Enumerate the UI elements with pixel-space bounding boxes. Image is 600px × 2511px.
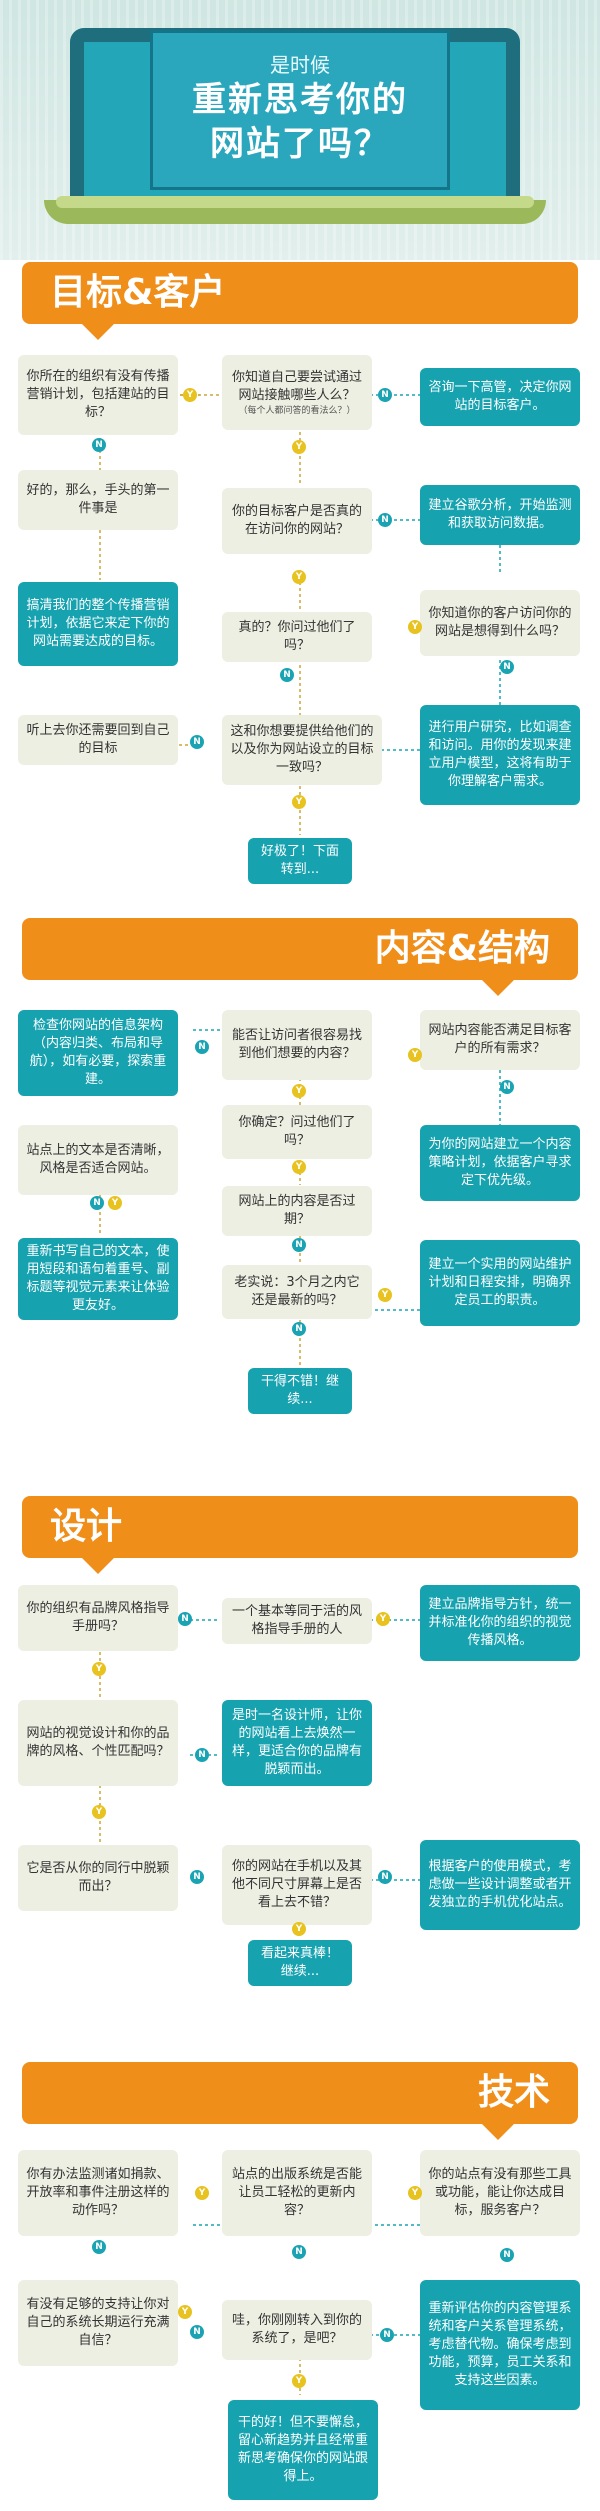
yes-badge: Y	[292, 440, 306, 454]
no-badge: N	[378, 513, 392, 527]
s1-box-first-thing: 好的，那么，手头的第一件事是	[18, 470, 178, 530]
no-badge: N	[190, 2325, 204, 2339]
no-badge: N	[292, 1238, 306, 1252]
s4-box-easy-update: 站点的出版系统是否能让员工轻松的更新内容？	[222, 2150, 372, 2236]
s3-box-build-guidelines: 建立品牌指导方针，统一并标准化你的组织的视觉传播风格。	[420, 1585, 580, 1661]
s3-box-mobile-ok: 你的网站在手机以及其他不同尺寸屏幕上是否看上去不错？	[222, 1845, 372, 1925]
s2-box-easy-to-find: 能否让访问者很容易找到他们想要的内容？	[222, 1010, 372, 1080]
no-badge: N	[195, 1748, 209, 1762]
s1-box-know-audience-sub: （每个人都问答的看法么？）	[238, 405, 356, 416]
banner-tail	[82, 324, 114, 340]
yes-badge: Y	[108, 1196, 122, 1210]
no-badge: N	[380, 2328, 394, 2342]
no-badge: N	[190, 735, 204, 749]
no-badge: N	[500, 660, 514, 674]
yes-badge: Y	[408, 1048, 422, 1062]
s1-box-clarify-plan: 搞清我们的整个传播营销计划，依据它来定下你的网站需要达成的目标。	[18, 582, 178, 666]
yes-badge: Y	[92, 1805, 106, 1819]
yes-badge: Y	[292, 795, 306, 809]
s1-box-consult-executives: 咨询一下高管，决定你网站的目标客户。	[420, 368, 580, 426]
s1-box-google-analytics: 建立谷歌分析，开始监测和获取访问数据。	[420, 485, 580, 545]
no-badge: N	[90, 1196, 104, 1210]
s3-box-looks-great: 看起来真棒！继续...	[248, 1940, 352, 1986]
yes-badge: Y	[183, 388, 197, 402]
s1-box-back-to-goals: 听上去你还需要回到自己的目标	[18, 715, 178, 765]
s2-box-info-architecture: 检查你网站的信息架构（内容归类、布局和导航），如有必要，探索重建。	[18, 1010, 178, 1096]
section-title-content-structure: 内容&结构	[374, 928, 550, 969]
s2-box-maintenance-plan: 建立一个实用的网站维护计划和日程安排，明确界定员工的职责。	[420, 1240, 580, 1326]
s1-box-user-research: 进行用户研究，比如调查和访问。用你的发现来建立用户模型，这将有助于你理解客户需求…	[420, 705, 580, 805]
s2-box-well-done: 干得不错！继续...	[248, 1368, 352, 1414]
s2-box-content-strategy: 为你的网站建立一个内容策略计划，依据客户寻求定下优先级。	[420, 1125, 580, 1201]
no-badge: N	[92, 2240, 106, 2254]
section-banner-goals-customers: 目标&客户	[22, 262, 578, 340]
section-banner-content-structure: 内容&结构	[22, 918, 578, 996]
s1-box-goals-aligned: 这和你想要提供给他们的以及你为网站设立的目标一致吗？	[222, 715, 382, 785]
no-badge: N	[195, 1040, 209, 1054]
s2-box-text-clear: 站点上的文本是否清晰，风格是否适合网站。	[18, 1125, 178, 1195]
header-top-text: 是时候	[270, 53, 330, 77]
s4-box-monitor-actions: 你有办法监测诸如捐款、开放率和事件注册这样的动作吗？	[18, 2150, 178, 2236]
yes-badge: Y	[195, 2186, 209, 2200]
s1-box-audience-visiting: 你的目标客户是否真的在访问你的网站？	[222, 488, 372, 554]
section-banner-design: 设计	[22, 1496, 578, 1574]
yes-badge: Y	[408, 2186, 422, 2200]
yes-badge: Y	[178, 2305, 192, 2319]
yes-badge: Y	[292, 1084, 306, 1098]
no-badge: N	[292, 2245, 306, 2259]
banner-tail	[482, 980, 514, 996]
yes-badge: Y	[378, 1288, 392, 1302]
banner-tail	[482, 2124, 514, 2140]
s2-box-are-you-sure: 你确定？问过他们了吗？	[222, 1105, 372, 1159]
s1-box-customer-intent: 你知道你的客户访问你的网站是想得到什么吗？	[420, 590, 580, 656]
yes-badge: Y	[408, 620, 422, 634]
s2-box-content-meets-needs: 网站内容能否满足目标客户的所有需求？	[420, 1010, 580, 1070]
s4-box-good-job: 干的好！但不要懈怠，留心新趋势并且经常重新思考确保你的网站跟得上。	[228, 2400, 378, 2500]
yes-badge: Y	[292, 570, 306, 584]
s1-box-know-audience: 你知道自己要尝试通过网站接触哪些人么？ （每个人都问答的看法么？）	[222, 355, 372, 430]
banner-tail	[82, 1558, 114, 1574]
section-title-technology: 技术	[477, 2072, 550, 2113]
s4-box-reevaluate-systems: 重新评估你的内容管理系统和客户关系管理系统，考虑替代物。确保考虑到功能，预算，员…	[420, 2280, 580, 2410]
header-line1: 重新思考你的	[192, 80, 408, 120]
section-title-goals-customers: 目标&客户	[50, 272, 226, 313]
s3-box-stand-out: 它是否从你的同行中脱颖而出？	[18, 1845, 178, 1911]
no-badge: N	[378, 388, 392, 402]
s3-box-hire-designer: 是时一名设计师，让你的网站看上去焕然一样，更适合你的品牌有脱颖而出。	[222, 1700, 372, 1786]
s4-box-tools-features: 你的站点有没有那些工具或功能，能让你达成目标，服务客户？	[420, 2150, 580, 2236]
yes-badge: Y	[292, 2374, 306, 2388]
no-badge: N	[92, 438, 106, 452]
no-badge: N	[378, 1870, 392, 1884]
s1-box-great-next: 好极了！下面转到...	[248, 838, 352, 884]
s2-box-rewrite-text: 重新书写自己的文本，使用短段和语句着重号、副标题等视觉元素来让体验更友好。	[18, 1238, 178, 1320]
s4-box-just-switched: 哇，你刚刚转入到你的系统了，是吧？	[222, 2300, 372, 2360]
yes-badge: Y	[376, 1612, 390, 1626]
section-title-design: 设计	[50, 1506, 123, 1547]
no-badge: N	[500, 2248, 514, 2262]
no-badge: N	[292, 1322, 306, 1336]
s3-box-living-guide: 一个基本等同于活的风格指导手册的人	[222, 1598, 372, 1644]
no-badge: N	[190, 1870, 204, 1884]
s3-box-visual-matches: 网站的视觉设计和你的品牌的风格、个性匹配吗？	[18, 1700, 178, 1786]
no-badge: N	[178, 1612, 192, 1626]
laptop-base-inner	[56, 196, 534, 208]
section-banner-technology: 技术	[22, 2062, 578, 2140]
no-badge: N	[280, 668, 294, 682]
s2-box-honestly-fresh: 老实说：3个月之内它还是最新的吗？	[222, 1265, 372, 1319]
yes-badge: Y	[292, 1922, 306, 1936]
s2-box-content-outdated: 网站上的内容是否过期？	[222, 1186, 372, 1236]
yes-badge: Y	[292, 1160, 306, 1174]
no-badge: N	[500, 1080, 514, 1094]
s4-box-enough-support: 有没有足够的支持让你对自己的系统长期运行充满自信？	[18, 2280, 178, 2366]
s3-box-mobile-design: 根据客户的使用模式，考虑做一些设计调整或者开发独立的手机优化站点。	[420, 1840, 580, 1930]
header-title-card: 是时候 重新思考你的 网站了吗？	[150, 30, 450, 190]
yes-badge: Y	[92, 1662, 106, 1676]
s1-box-really-asked: 真的？你问过他们了吗？	[222, 612, 372, 662]
header-line2: 网站了吗？	[210, 124, 390, 164]
s1-box-marketing-plan: 你所在的组织有没有传播营销计划，包括建站的目标？	[18, 355, 178, 435]
s1-box-know-audience-text: 你知道自己要尝试通过网站接触哪些人么？	[231, 369, 362, 403]
s3-box-brand-guide: 你的组织有品牌风格指导手册吗？	[18, 1585, 178, 1651]
